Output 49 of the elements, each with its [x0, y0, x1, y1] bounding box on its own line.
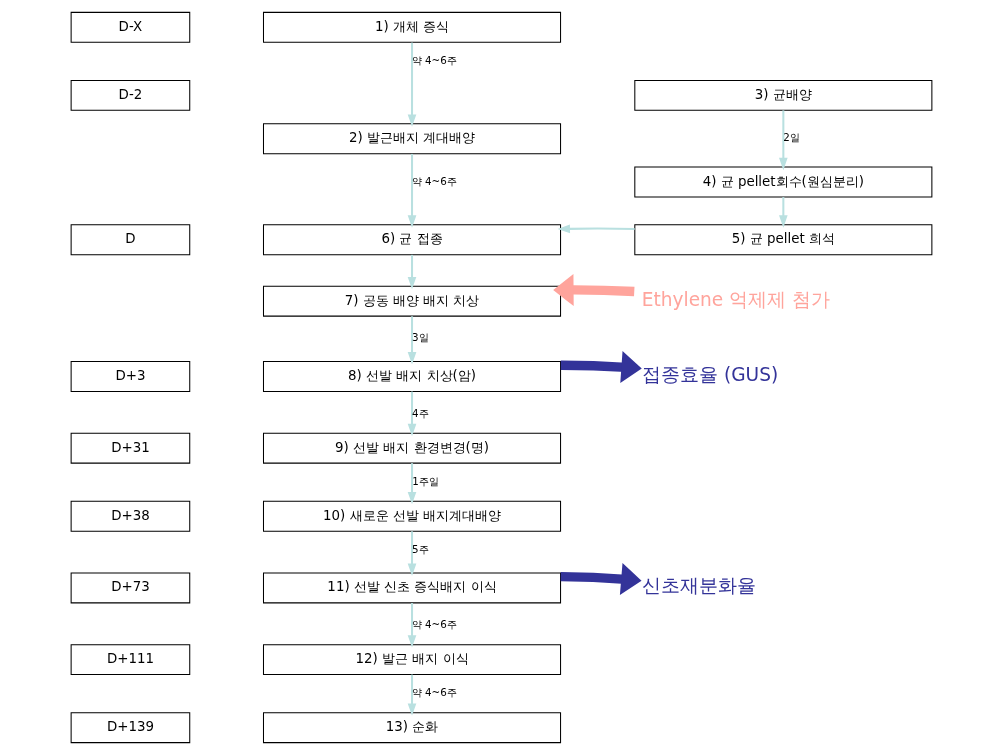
arrow: [407, 153, 417, 228]
node-box: D: [70, 224, 191, 256]
node-box: D+139: [70, 712, 191, 744]
node-text: 접종효율 (GUS): [642, 364, 779, 386]
node-box: 6) 균 접종: [262, 224, 562, 256]
node-box: 9) 선발 배지 환경변경(명): [262, 432, 562, 464]
node-box: D+31: [70, 432, 191, 464]
node-box: 5) 균 pellet 희석: [634, 224, 933, 256]
node-box: 7) 공동 배양 배지 치상: [262, 285, 562, 317]
arrow: [407, 674, 417, 716]
edge-label: 3일: [411, 331, 429, 344]
node-box: 8) 선발 배지 치상(암): [262, 361, 562, 392]
edge-label: 4주: [411, 406, 429, 419]
arrow: [560, 351, 642, 384]
arrow: [407, 463, 417, 505]
edge-label: 약 4~6주: [411, 53, 457, 66]
arrow: [779, 197, 788, 228]
node-box: 3) 균배양: [634, 79, 933, 111]
node-box: D+111: [70, 644, 191, 676]
edge-label: 약 4~6주: [411, 618, 457, 631]
arrow: [407, 391, 417, 437]
arrow: [407, 603, 417, 648]
arrow: [407, 254, 417, 290]
arrow: [407, 531, 417, 576]
arrow: [553, 273, 635, 306]
node-box: D+38: [70, 500, 191, 532]
node-box: D-X: [70, 11, 191, 43]
node-box: 2) 발근배지 계대배양: [262, 123, 562, 155]
node-text: Ethylene 억제제 첨가: [641, 288, 831, 310]
edge-label: 약 4~6주: [411, 686, 457, 699]
node-box: 13) 순화: [262, 712, 562, 744]
node-box: D+3: [70, 361, 191, 392]
node-text: 신초재분화율: [641, 575, 756, 597]
node-box: D+73: [70, 572, 191, 604]
arrow: [560, 563, 642, 596]
node-box: 4) 균 pellet회수(원심분리): [634, 166, 933, 198]
node-box: 10) 새로운 선발 배지계대배양: [262, 500, 562, 532]
node-box: 1) 개체 증식: [262, 11, 562, 43]
edge-label: 5주: [411, 542, 429, 555]
arrow: [407, 42, 417, 127]
node-box: D-2: [70, 79, 191, 111]
arrow: [779, 110, 788, 171]
edge-label: 1주일: [412, 474, 439, 487]
edge-label: 2일: [783, 131, 800, 144]
node-box: 11) 선발 신초 증식배지 이식: [262, 572, 562, 604]
arrow: [557, 224, 635, 234]
arrow: [407, 316, 417, 365]
node-box: 12) 발근 배지 이식: [262, 644, 562, 676]
edge-label: 약 4~6주: [411, 174, 457, 187]
